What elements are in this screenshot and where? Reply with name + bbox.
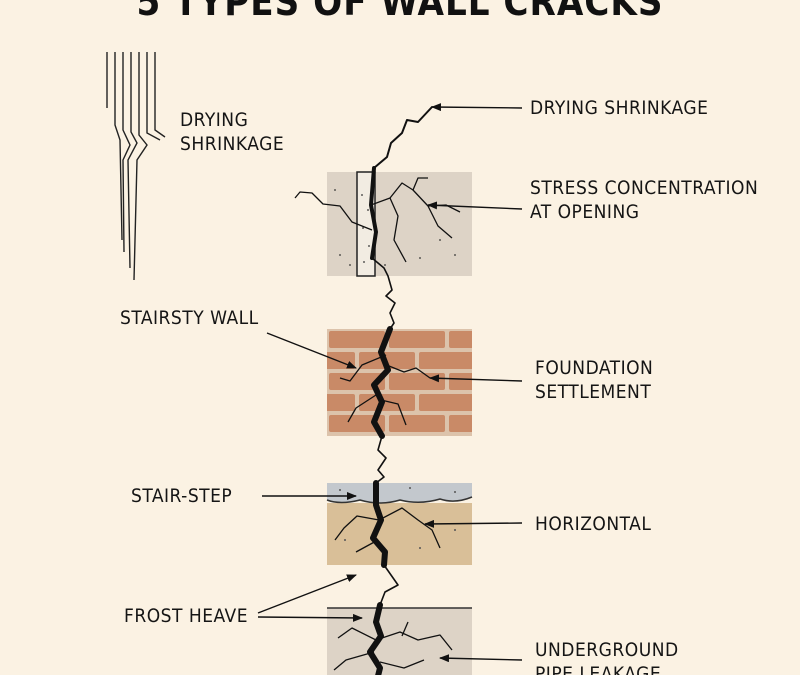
diagram-title: 5 TYPES OF WALL CRACKS — [136, 0, 664, 24]
drying-shrinkage-sketch — [106, 52, 166, 281]
soil-block — [326, 483, 473, 565]
label-drying-shrinkage-right: DRYING SHRINKAGE — [530, 97, 709, 119]
label-stairsty-wall: STAIRSTY WALL — [120, 307, 259, 329]
concrete-block-opening — [327, 171, 472, 277]
brick-wall-block — [327, 329, 472, 436]
label-underground-pipe-leakage: UNDERGROUND PIPE LEAKAGE — [535, 639, 679, 675]
leader-arrows — [257, 103, 523, 663]
hairline-cracks — [294, 177, 461, 671]
main-crack — [367, 106, 433, 675]
bottom-concrete-block — [327, 607, 472, 675]
label-horizontal: HORIZONTAL — [535, 513, 652, 535]
label-drying-shrinkage-left: DRYING SHRINKAGE — [180, 109, 285, 155]
label-frost-heave: FROST HEAVE — [124, 605, 248, 627]
label-stress-concentration: STRESS CONCENTRATION AT OPENING — [530, 177, 759, 223]
label-foundation-settlement: FOUNDATION SETTLEMENT — [535, 357, 654, 403]
label-stair-step: STAIR-STEP — [131, 485, 233, 507]
